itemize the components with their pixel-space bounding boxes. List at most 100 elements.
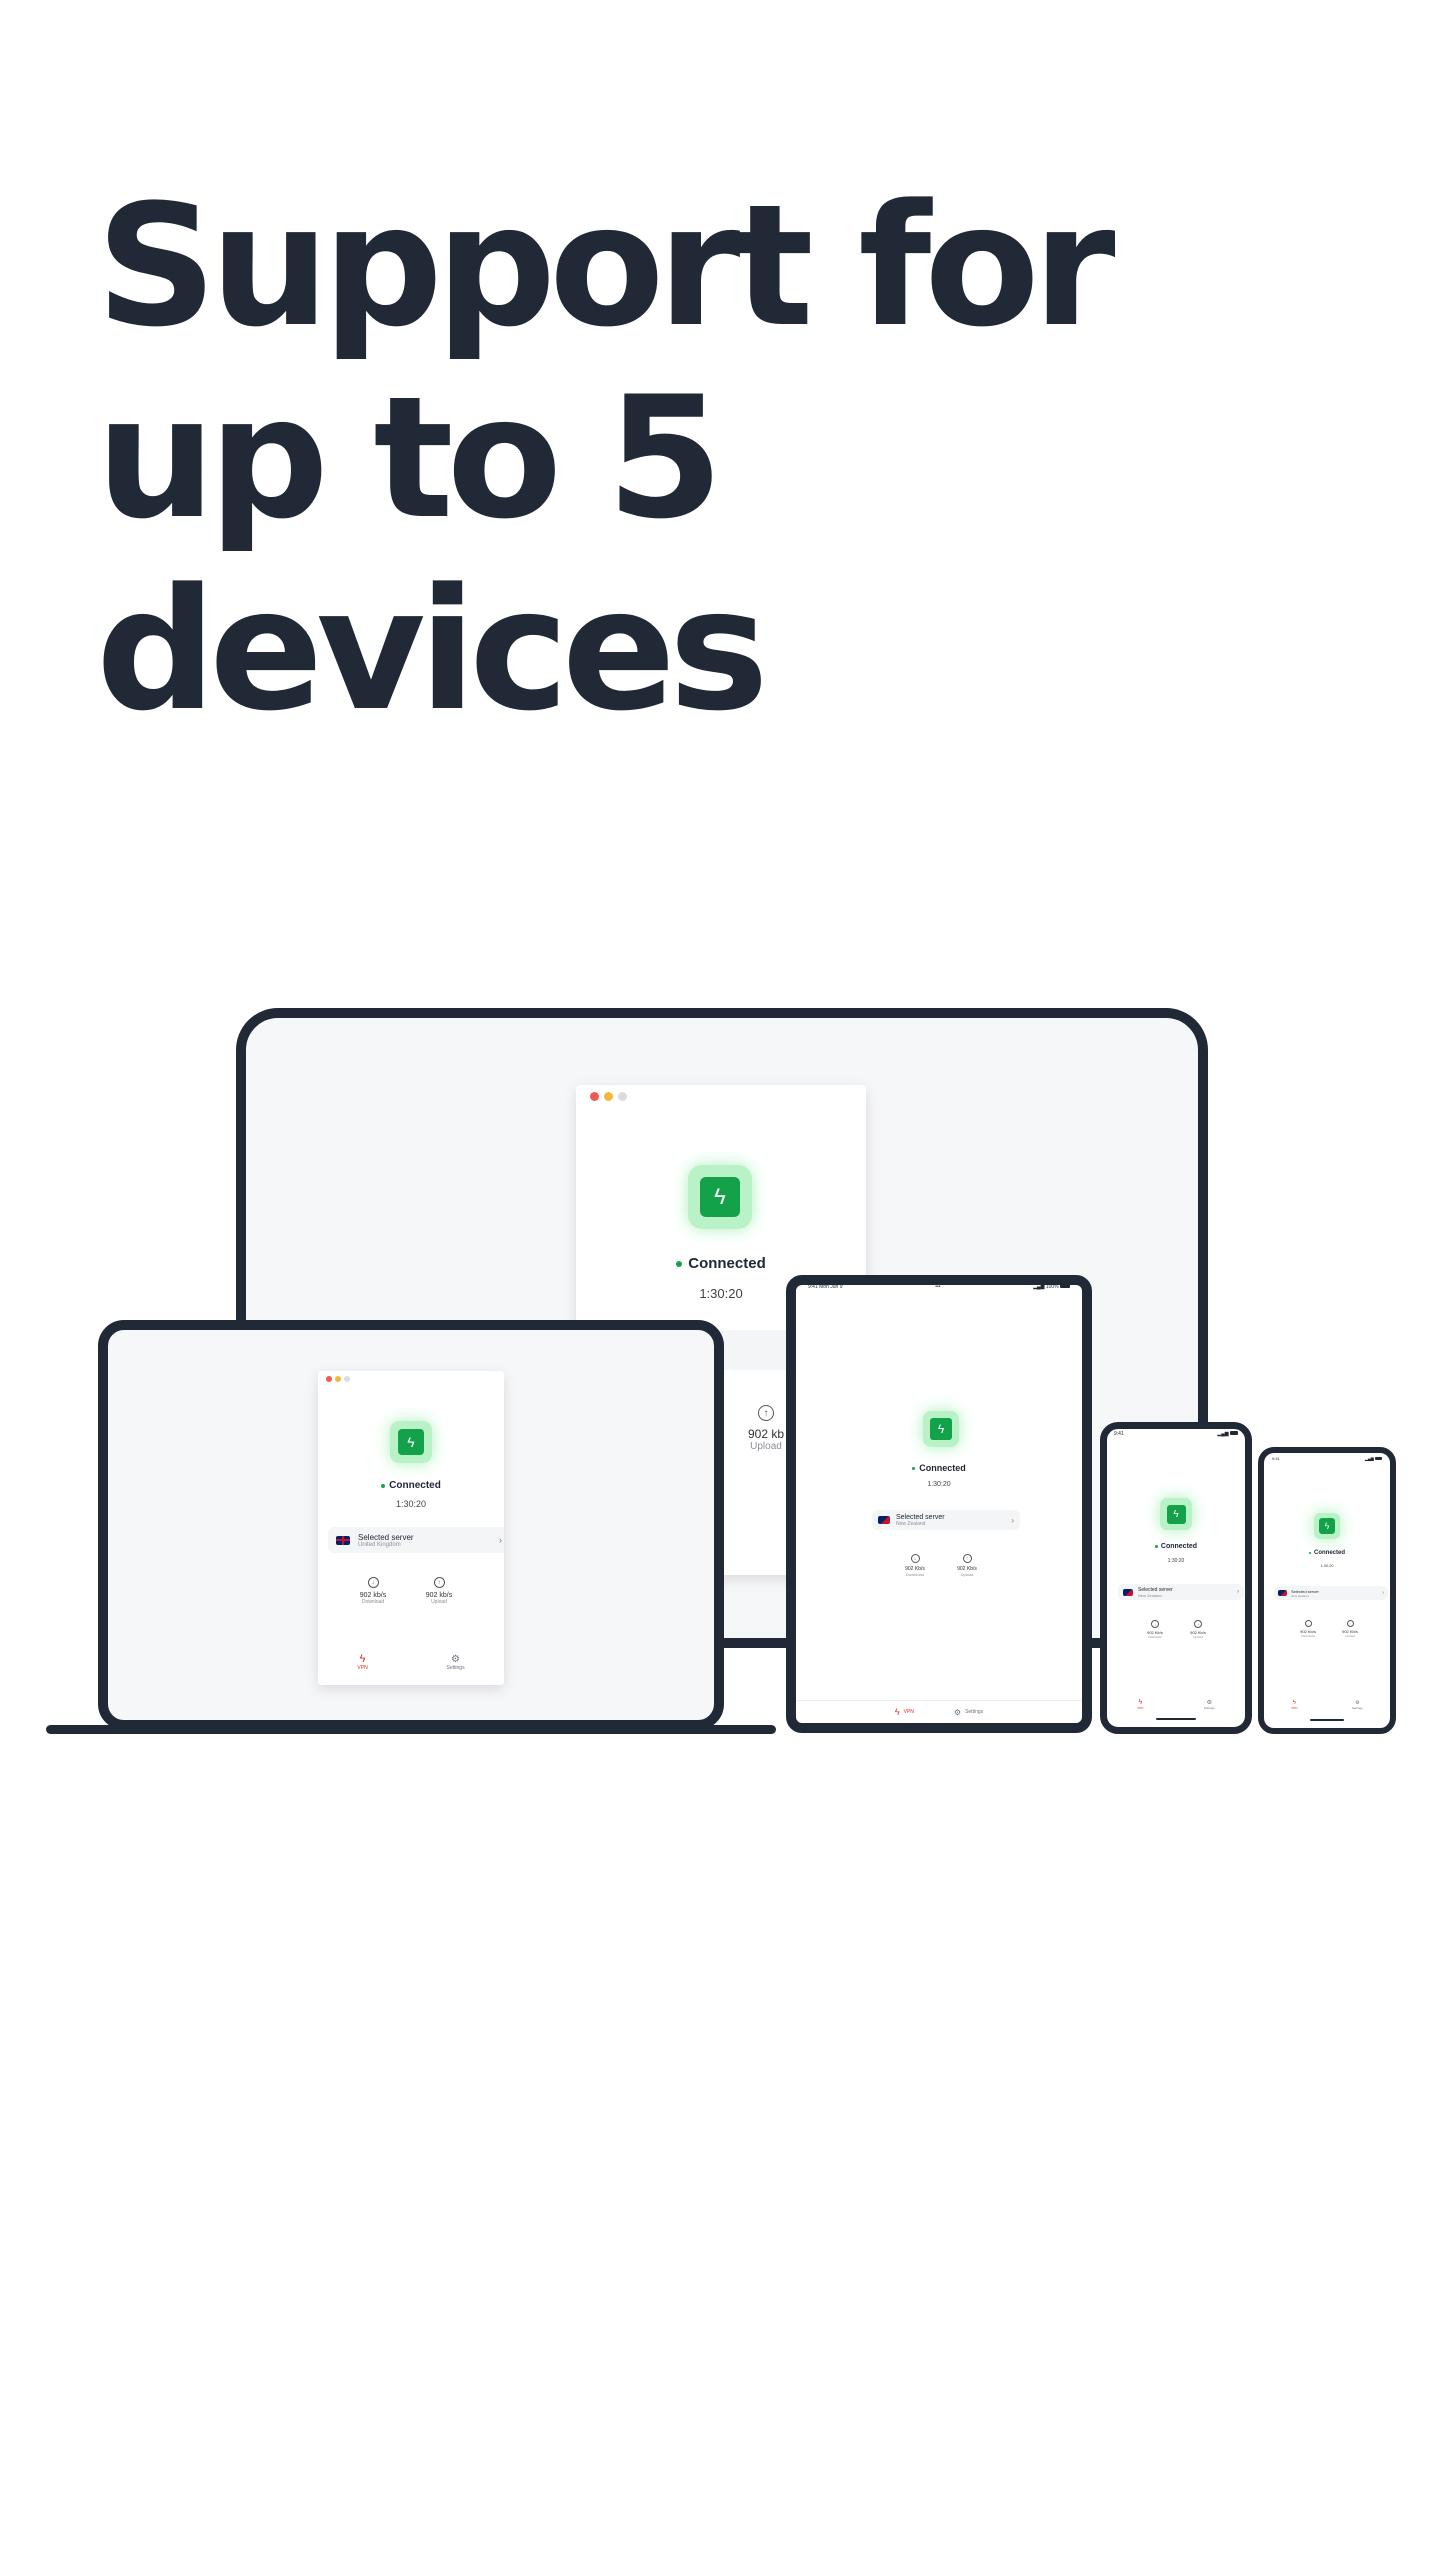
tab-bar: ϟ VPN ⚙ Settings [796,1700,1082,1723]
tablet-status-bar: 9:41 Mon Jun 9 ••• ▂▄▆ 100% [808,1284,1070,1290]
vpn-power-button[interactable]: ϟ [1160,1498,1192,1530]
upload-icon: ↑ [1346,1620,1354,1627]
battery-icon [1375,1457,1382,1460]
vpn-power-button[interactable]: ϟ [390,1421,432,1463]
download-stat: ↓ 902 Kb/s Download [1147,1620,1163,1639]
chevron-right-icon: › [1011,1515,1014,1525]
upload-stat: ↑ 902 kb/s Upload [409,1577,469,1605]
gear-icon: ⚙ [1206,1699,1212,1706]
headline-line-2: up to 5 [96,360,723,556]
minimize-dot[interactable] [335,1376,341,1382]
vpn-power-button[interactable]: ϟ [688,1165,752,1229]
server-title: Selected server [1291,1588,1319,1594]
server-title: Selected server [358,1532,414,1542]
lightning-icon: ϟ [714,1184,726,1209]
connection-status: Connected [1107,1543,1245,1550]
upload-stat: ↑ 902 Kb/s Upload [1190,1620,1206,1639]
tab-settings[interactable]: ⚙ Settings [1351,1700,1363,1710]
tablet-device [786,1275,1092,1733]
lightning-icon: ϟ [1292,1700,1296,1706]
laptop-app-window: ϟ Connected 1:30:20 Selected server Unit… [318,1371,504,1685]
maximize-dot[interactable] [344,1376,350,1382]
upload-stat: ↑ 902 Kb/s Upload [1342,1620,1358,1638]
signal-icon: ▂▄▆ [1033,1284,1045,1290]
selected-server-row[interactable]: Selected server New Zealand › [1274,1586,1388,1600]
chevron-right-icon: › [1237,1589,1239,1595]
upload-stat: ↑ 902 Kb/s Upload [957,1554,977,1577]
tab-vpn[interactable]: ϟ VPN [1137,1698,1144,1710]
close-dot[interactable] [326,1376,332,1382]
tab-settings[interactable]: ⚙ Settings [446,1653,465,1671]
tab-settings[interactable]: ⚙ Settings [953,1707,984,1717]
connection-status: Connected [318,1480,504,1491]
home-indicator [1156,1718,1196,1720]
chevron-right-icon: › [1382,1590,1384,1596]
download-icon: ↓ [367,1577,379,1588]
connection-timer: 1:30:20 [1167,1558,1185,1564]
lightning-icon: ϟ [407,1434,415,1450]
phone-2-status-bar: 9:41 ▂▄▆ [1272,1456,1382,1461]
tab-vpn[interactable]: ϟ VPN [1291,1700,1298,1710]
gear-icon: ⚙ [1355,1700,1360,1706]
lightning-icon: ϟ [937,1422,945,1436]
tab-bar: ϟ VPN ⚙ Settings [318,1647,504,1677]
signal-icon: ▂▄▆ [1364,1456,1374,1461]
connection-status: Connected [1264,1550,1390,1556]
minimize-dot[interactable] [604,1092,613,1101]
tab-vpn[interactable]: ϟ VPN [357,1653,368,1671]
vpn-power-button[interactable]: ϟ [1314,1513,1340,1539]
connection-timer: 1:30:20 [927,1481,951,1488]
status-dot [912,1466,916,1470]
connection-timer: 1:30:20 [395,1499,427,1509]
download-stat: ↓ 902 Kb/s Download [1300,1620,1316,1638]
tab-vpn[interactable]: ϟ VPN [894,1707,914,1717]
vpn-power-button[interactable]: ϟ [923,1411,959,1447]
download-icon: ↓ [910,1554,920,1563]
upload-icon: ↑ [962,1554,972,1563]
battery-icon [1230,1431,1238,1435]
selected-server-row[interactable]: Selected server United Kingdom › [328,1527,504,1553]
tab-settings[interactable]: ⚙ Settings [1203,1699,1215,1710]
server-title: Selected server [1138,1586,1173,1593]
chevron-right-icon: › [499,1535,502,1545]
status-dot [381,1483,386,1488]
gear-icon: ⚙ [451,1653,461,1665]
window-controls[interactable] [326,1376,350,1382]
lightning-icon: ϟ [894,1707,900,1717]
nz-flag-icon [878,1516,890,1524]
battery-icon [1060,1284,1070,1288]
nz-flag-icon [1123,1588,1133,1596]
nz-flag-icon [1278,1590,1287,1596]
connection-status: Connected [576,1255,866,1272]
lightning-icon: ϟ [1324,1521,1330,1531]
close-dot[interactable] [590,1092,599,1101]
headline-line-3: devices [96,552,769,748]
headline-line-1: Support for [96,168,1116,364]
upload-icon: ↑ [433,1577,445,1588]
connection-status: Connected [796,1463,1082,1473]
upload-icon: ↑ [758,1405,774,1421]
tab-bar: ϟ VPN ⚙ Settings [1107,1695,1245,1713]
uk-flag-icon [336,1535,350,1545]
download-stat: ↓ 902 Kb/s Download [905,1554,925,1577]
selected-server-row[interactable]: Selected server New Zealand › [1118,1584,1244,1600]
status-dot [1308,1552,1311,1554]
lightning-icon: ϟ [1173,1508,1179,1520]
lightning-icon: ϟ [1138,1698,1143,1706]
tab-bar: ϟ VPN ⚙ Settings [1264,1697,1390,1713]
maximize-dot[interactable] [618,1092,627,1101]
gear-icon: ⚙ [953,1707,962,1717]
download-icon: ↓ [1304,1620,1312,1627]
download-stat: ↓ 902 kb/s Download [343,1577,403,1605]
more-dots-icon: ••• [935,1284,941,1290]
lightning-icon: ϟ [359,1653,366,1665]
status-dot [676,1260,683,1267]
upload-stat: ↑ 902 kb Upload [726,1405,806,1452]
connection-timer: 1:30:20 [699,1286,743,1301]
selected-server-row[interactable]: Selected server New Zealand › [872,1510,1020,1530]
phone-1-device [1100,1422,1252,1734]
server-subtitle: United Kingdom [358,1541,401,1548]
window-controls[interactable] [590,1092,627,1101]
upload-icon: ↑ [1194,1620,1202,1628]
download-icon: ↓ [1151,1620,1159,1628]
